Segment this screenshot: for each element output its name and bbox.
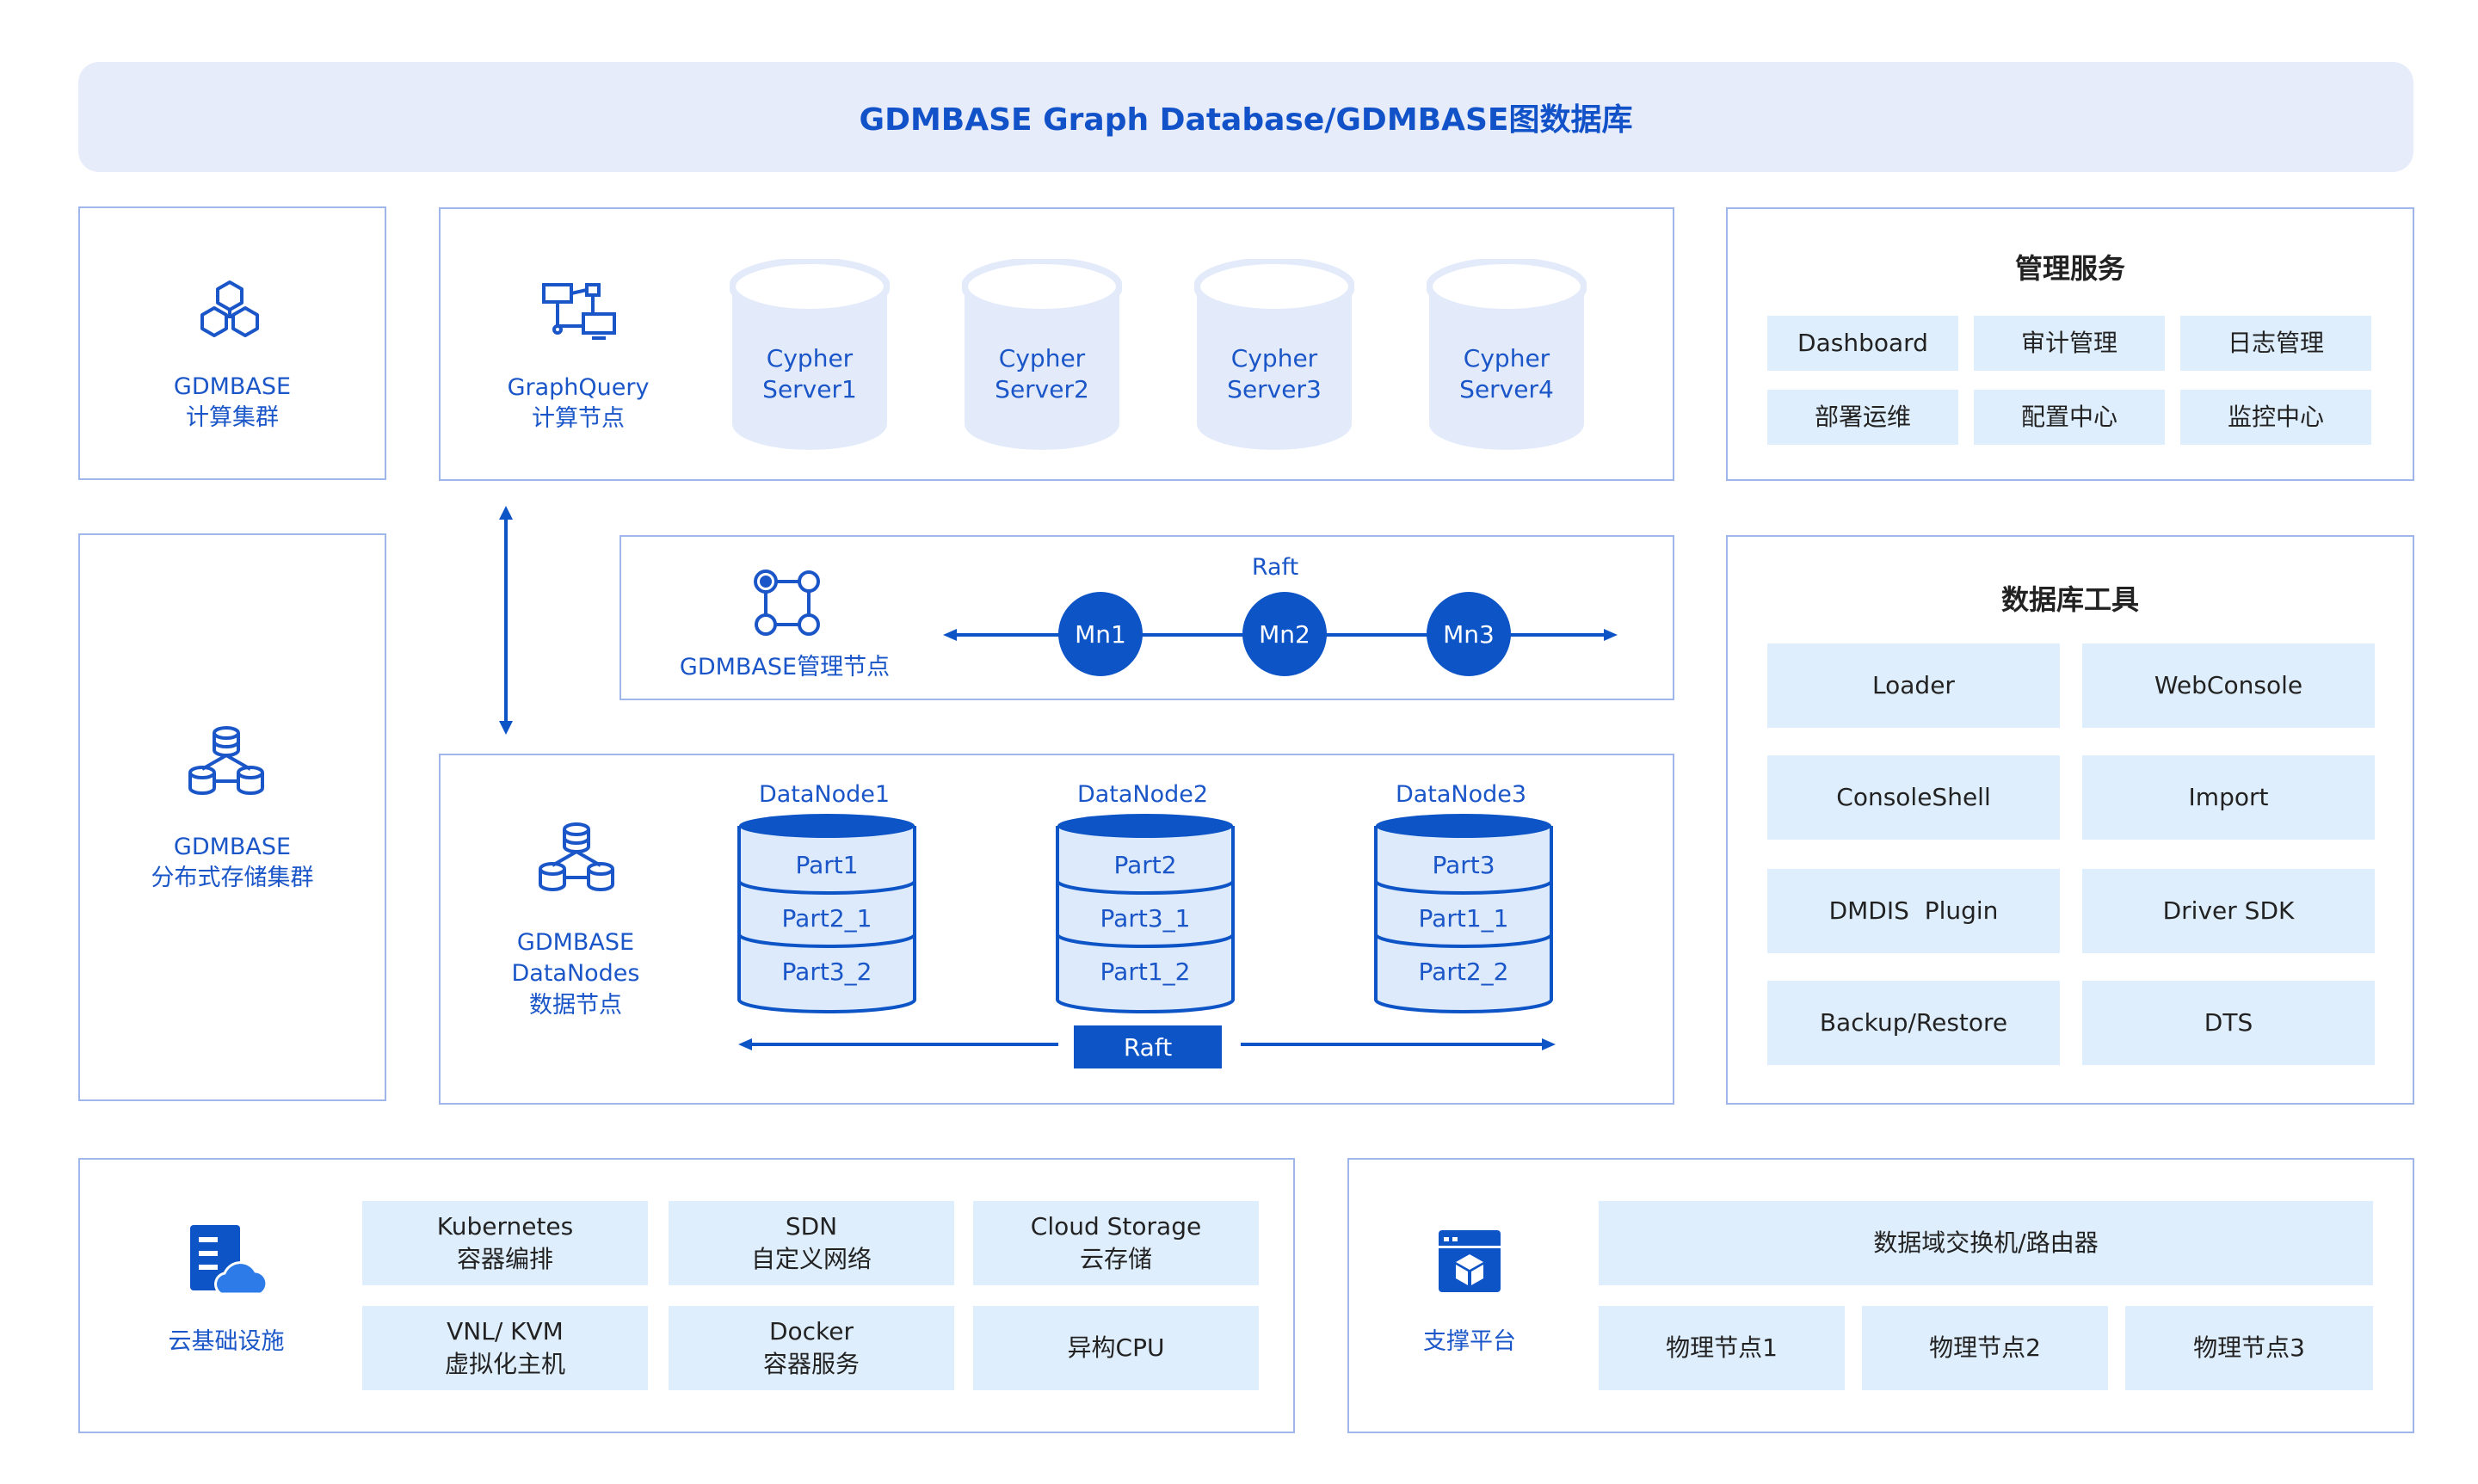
mgmt-service-deploy[interactable]: 部署运维 [1767, 390, 1958, 445]
infra-docker[interactable]: Docker 容器服务 [669, 1306, 954, 1390]
partition-label: Part1 [795, 851, 859, 879]
tool-dmdis-plugin[interactable]: DMDIS Plugin [1767, 869, 2060, 953]
cloud-infra-label: 云基础设施 [168, 1328, 285, 1355]
mgmt-node-mn2: Mn2 [1242, 592, 1327, 676]
platform-switch-router[interactable]: 数据域交换机/路由器 [1599, 1201, 2373, 1285]
datanode-title: DataNode2 [1076, 781, 1209, 808]
cube-network-icon [195, 277, 264, 346]
datanode-2-stack: Part2 Part3_1 Part1_2 [1055, 812, 1236, 1017]
mgmt-service-logs[interactable]: 日志管理 [2180, 316, 2371, 371]
compute-cluster-label: GDMBASE 计算集群 [173, 373, 292, 432]
cypher-server-4: Cypher Server4 [1427, 259, 1587, 453]
partition-label: Part3_1 [1100, 904, 1191, 933]
platform-physical-node-3[interactable]: 物理节点3 [2125, 1306, 2373, 1390]
data-raft-line [738, 1036, 1556, 1053]
mgmt-service-dashboard[interactable]: Dashboard [1767, 316, 1958, 371]
datanode-title: DataNode1 [758, 781, 891, 808]
infra-vnl-kvm[interactable]: VNL/ KVM 虚拟化主机 [362, 1306, 648, 1390]
tool-consoleshell[interactable]: ConsoleShell [1767, 755, 2060, 840]
node-graph-icon [752, 568, 823, 638]
datanodes-label: GDMBASE DataNodes 数据节点 [511, 929, 640, 1019]
datanodes-panel: GDMBASE DataNodes 数据节点 DataNode1 Part1 P… [439, 754, 1674, 1105]
infra-sdn[interactable]: SDN 自定义网络 [669, 1201, 954, 1285]
infra-heterogeneous-cpu[interactable]: 异构CPU [973, 1306, 1259, 1390]
tool-webconsole[interactable]: WebConsole [2082, 643, 2375, 728]
data-raft-badge: Raft [1074, 1025, 1222, 1068]
mgmt-service-audit[interactable]: 审计管理 [1974, 316, 2165, 371]
storage-cluster-label: GDMBASE 分布式存储集群 [151, 834, 314, 892]
cypher-server-label: Cypher Server3 [1227, 344, 1322, 404]
partition-label: Part2 [1113, 851, 1177, 879]
platform-box-icon [1437, 1228, 1502, 1294]
cypher-server-2: Cypher Server2 [962, 259, 1122, 453]
compute-cluster-panel: GDMBASE 计算集群 [78, 206, 386, 480]
database-cluster-icon [185, 724, 268, 797]
platform-physical-node-2[interactable]: 物理节点2 [1862, 1306, 2108, 1390]
mgmt-nodes-panel: GDMBASE管理节点 Raft Mn1 Mn2 Mn3 [620, 535, 1674, 700]
tool-loader[interactable]: Loader [1767, 643, 2060, 728]
partition-label: Part1_1 [1418, 904, 1509, 933]
partition-label: Part1_2 [1100, 958, 1191, 986]
mgmt-raft-label: Raft [1251, 554, 1299, 581]
mgmt-nodes-label: GDMBASE管理节点 [679, 654, 891, 680]
support-platform-panel: 支撑平台 数据域交换机/路由器 物理节点1 物理节点2 物理节点3 [1347, 1158, 2414, 1433]
tool-import[interactable]: Import [2082, 755, 2375, 840]
cypher-server-1: Cypher Server1 [730, 259, 890, 453]
cloud-server-icon [187, 1222, 266, 1299]
cloud-infra-panel: 云基础设施 Kubernetes 容器编排 SDN 自定义网络 Cloud St… [78, 1158, 1295, 1433]
platform-physical-node-1[interactable]: 物理节点1 [1599, 1306, 1845, 1390]
database-cluster-icon [535, 821, 618, 893]
cypher-server-label: Cypher Server1 [762, 344, 857, 404]
tool-dts[interactable]: DTS [2082, 981, 2375, 1065]
mgmt-service-config[interactable]: 配置中心 [1974, 390, 2165, 445]
partition-label: Part2_1 [781, 904, 872, 933]
cypher-server-label: Cypher Server2 [995, 344, 1089, 404]
cypher-server-3: Cypher Server3 [1194, 259, 1354, 453]
support-platform-label: 支撑平台 [1423, 1328, 1516, 1355]
tool-backup-restore[interactable]: Backup/Restore [1767, 981, 2060, 1065]
management-services-panel: 管理服务 Dashboard 审计管理 日志管理 部署运维 配置中心 监控中心 [1726, 207, 2414, 481]
datanode-1-stack: Part1 Part2_1 Part3_2 [737, 812, 917, 1017]
partition-label: Part2_2 [1418, 958, 1509, 986]
infra-kubernetes[interactable]: Kubernetes 容器编排 [362, 1201, 648, 1285]
partition-label: Part3_2 [781, 958, 872, 986]
graphquery-label: GraphQuery 计算节点 [507, 374, 650, 433]
datanode-3-stack: Part3 Part1_1 Part2_2 [1373, 812, 1554, 1017]
db-tools-title: 数据库工具 [2000, 583, 2139, 616]
cypher-server-label: Cypher Server4 [1459, 344, 1554, 404]
management-services-title: 管理服务 [2014, 252, 2125, 285]
flowchart-icon [540, 281, 618, 342]
mgmt-node-mn3: Mn3 [1427, 592, 1511, 676]
db-tools-panel: 数据库工具 Loader WebConsole ConsoleShell Imp… [1726, 535, 2414, 1105]
mgmt-service-monitor[interactable]: 监控中心 [2180, 390, 2371, 445]
infra-cloud-storage[interactable]: Cloud Storage 云存储 [973, 1201, 1259, 1285]
vertical-double-arrow [494, 506, 518, 735]
page-title: GDMBASE Graph Database/GDMBASE图数据库 [78, 62, 2413, 172]
mgmt-node-mn1: Mn1 [1058, 592, 1143, 676]
graphquery-panel: GraphQuery 计算节点 Cypher Server1 Cypher Se… [439, 207, 1674, 481]
partition-label: Part3 [1432, 851, 1495, 879]
datanode-title: DataNode3 [1395, 781, 1527, 808]
tool-driver-sdk[interactable]: Driver SDK [2082, 869, 2375, 953]
storage-cluster-panel: GDMBASE 分布式存储集群 [78, 533, 386, 1101]
